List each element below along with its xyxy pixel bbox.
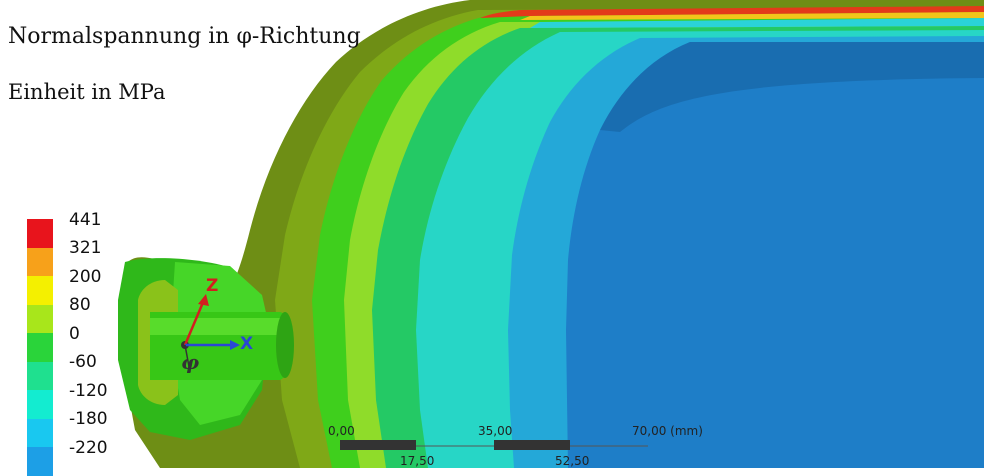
legend-label: 200 bbox=[69, 267, 102, 287]
legend-swatch bbox=[27, 390, 53, 419]
scale-label-35: 35,00 bbox=[478, 424, 513, 438]
inner-dark-shade bbox=[600, 42, 984, 132]
legend-swatch bbox=[27, 304, 53, 333]
legend-swatch bbox=[27, 361, 53, 390]
inner-blue-zone bbox=[566, 42, 984, 468]
top-red-stripe bbox=[480, 6, 984, 18]
triad-stem bbox=[184, 344, 191, 373]
nozzle-bore-highlight bbox=[150, 318, 282, 335]
top-yellow-stripe bbox=[520, 12, 984, 20]
legend-swatch bbox=[27, 276, 53, 305]
legend-label: -220 bbox=[69, 438, 108, 458]
nozzle-bore-end bbox=[276, 312, 294, 378]
triad-z-arrowhead bbox=[198, 294, 209, 306]
legend-label: 441 bbox=[69, 210, 102, 230]
legend-swatch bbox=[27, 447, 53, 476]
triad-phi-label: φ bbox=[181, 350, 200, 374]
unit-label: Einheit in MPa bbox=[8, 80, 166, 104]
scale-bar-segment-2 bbox=[494, 440, 570, 450]
legend-swatch bbox=[27, 247, 53, 276]
legend-label: -180 bbox=[69, 409, 108, 429]
legend-label: 0 bbox=[69, 324, 80, 344]
legend-swatch bbox=[27, 418, 53, 447]
legend-label: -60 bbox=[69, 352, 97, 372]
triad-z-axis bbox=[183, 299, 206, 346]
top-cyan-stripe bbox=[530, 18, 984, 28]
scale-bar-segment-1 bbox=[340, 440, 416, 450]
legend-label: 321 bbox=[69, 238, 102, 258]
scale-label-0: 0,00 bbox=[328, 424, 355, 438]
triad-x-label: X bbox=[240, 334, 254, 354]
triad-x-arrowhead bbox=[230, 340, 240, 350]
plot-title: Normalspannung in φ-Richtung bbox=[8, 24, 361, 49]
scale-label-17-5: 17,50 bbox=[400, 454, 435, 468]
legend-label: 80 bbox=[69, 295, 91, 315]
legend-label: -120 bbox=[69, 381, 108, 401]
legend-swatch bbox=[27, 333, 53, 362]
triad-z-label: Z bbox=[206, 276, 219, 296]
scale-label-70: 70,00 (mm) bbox=[632, 424, 703, 438]
scale-label-52-5: 52,50 bbox=[555, 454, 590, 468]
legend-swatch bbox=[27, 219, 53, 248]
